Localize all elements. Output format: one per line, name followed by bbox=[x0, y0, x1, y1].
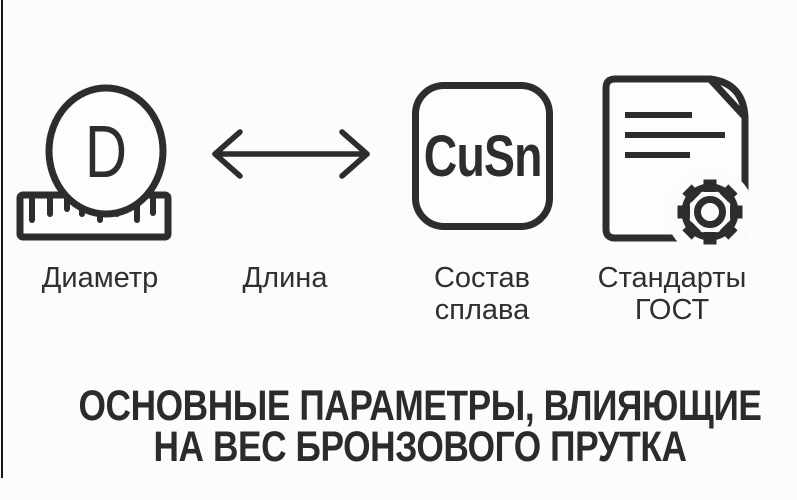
label-standards-line1: Стандарты bbox=[597, 262, 747, 294]
headline: ОСНОВНЫЕ ПАРАМЕТРЫ, ВЛИЯЮЩИЕ НА ВЕС БРОН… bbox=[78, 382, 762, 471]
alloy-formula-text: CuSn bbox=[423, 123, 543, 189]
label-alloy: Состав сплава bbox=[434, 262, 530, 326]
label-length: Длина bbox=[242, 262, 328, 294]
document-text-lines bbox=[625, 112, 725, 158]
diameter-letter: D bbox=[85, 110, 127, 193]
headline-line1: ОСНОВНЫЕ ПАРАМЕТРЫ, ВЛИЯЮЩИЕ bbox=[78, 382, 762, 430]
left-edge-artifact bbox=[1, 0, 3, 478]
alloy-badge-icon: CuSn bbox=[412, 82, 553, 230]
label-alloy-line2: сплава bbox=[434, 294, 530, 326]
gost-document-gear-icon bbox=[602, 75, 754, 256]
label-alloy-line1: Состав bbox=[433, 262, 531, 294]
label-standards-line2: ГОСТ bbox=[634, 294, 710, 326]
headline-line2: НА ВЕС БРОНЗОВОГО ПРУТКА bbox=[153, 423, 687, 471]
gear-icon bbox=[666, 168, 754, 256]
page-fold-corner bbox=[709, 75, 749, 118]
label-diameter: Диаметр bbox=[41, 262, 159, 294]
double-arrow-icon bbox=[212, 129, 370, 179]
label-standards: Стандарты ГОСТ bbox=[598, 262, 747, 326]
diameter-ruler-icon: D bbox=[16, 84, 172, 241]
